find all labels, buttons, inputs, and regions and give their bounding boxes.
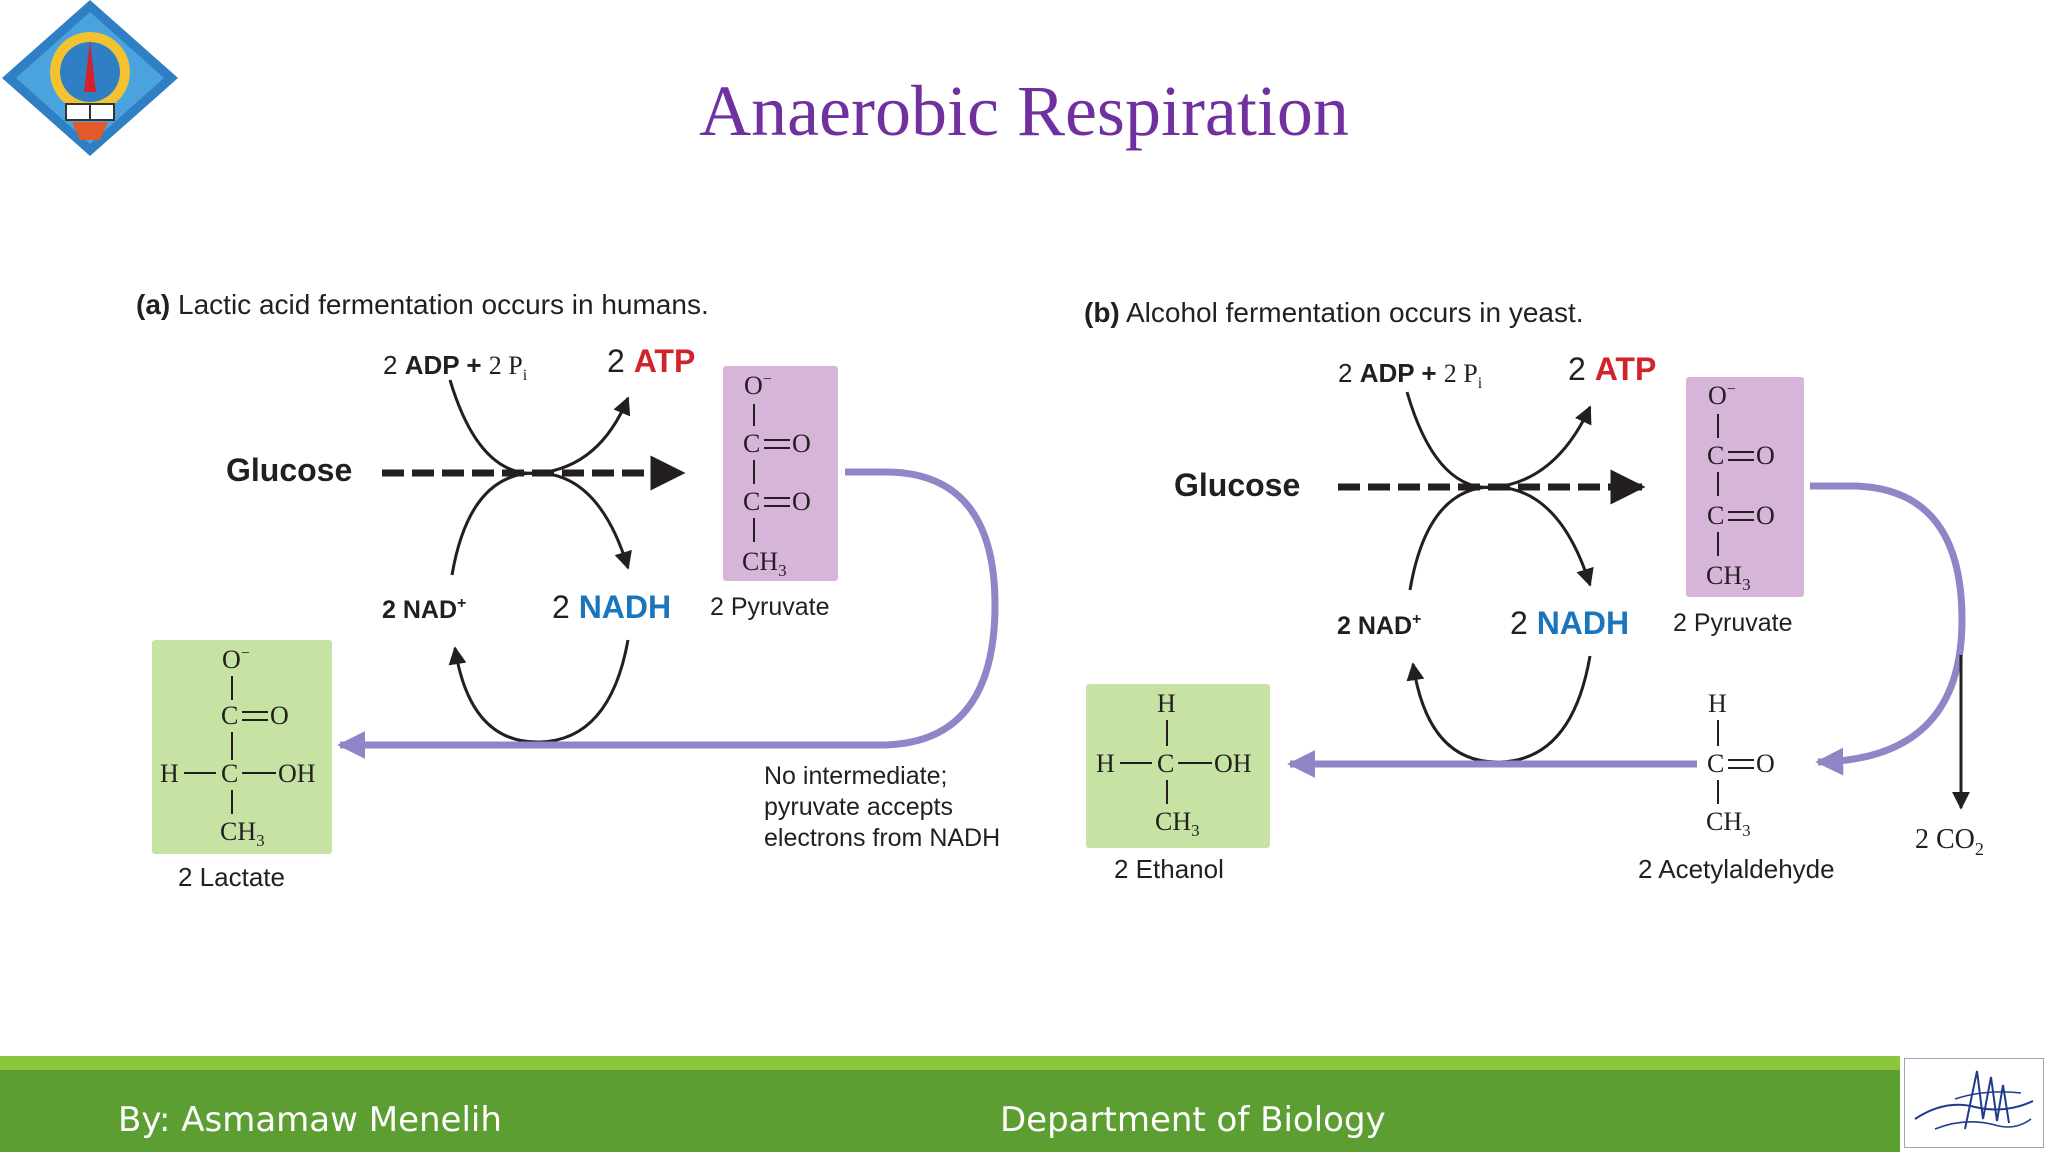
- svg-text:C: C: [1707, 441, 1724, 470]
- signature-icon: [1904, 1058, 2044, 1148]
- panel-a-caption: (a) Lactic acid fermentation occurs in h…: [136, 289, 709, 320]
- panel-a-nad-regen-curve: [448, 639, 630, 744]
- svg-text:OH: OH: [1214, 749, 1252, 778]
- svg-text:C: C: [743, 429, 760, 458]
- svg-text:C: C: [221, 701, 238, 730]
- panel-b-nad-label: 2 NAD+: [1337, 611, 1421, 640]
- svg-text:H: H: [160, 759, 179, 788]
- footer-main-bar: By: Asmamaw Menelih Department of Biolog…: [0, 1070, 1900, 1152]
- panel-a-nadh-curve: [450, 471, 632, 576]
- panel-a-glucose: Glucose: [226, 452, 352, 488]
- panel-a-nadh-label: 2 NADH: [552, 589, 671, 625]
- panel-b-ethanol-label: 2 Ethanol: [1114, 854, 1224, 884]
- svg-text:H: H: [1096, 749, 1115, 778]
- panel-a-lactate-structure: O− C O H C OH CH3: [160, 645, 316, 850]
- panel-b-atp-curve: [1405, 391, 1592, 490]
- svg-text:H: H: [1708, 689, 1727, 718]
- panel-a-note: No intermediate; pyruvate accepts electr…: [764, 762, 1000, 852]
- panel-a-lactate-label: 2 Lactate: [178, 862, 285, 892]
- panel-b-nadh-curve: [1408, 485, 1594, 591]
- svg-text:O: O: [792, 429, 811, 458]
- slide-title: Anaerobic Respiration: [699, 71, 1349, 151]
- panel-b-nadh-label: 2 NADH: [1510, 605, 1629, 641]
- panel-a-adp-label: 2 ADP + 2 Pi: [383, 350, 528, 384]
- svg-text:O: O: [270, 701, 289, 730]
- svg-text:C: C: [743, 487, 760, 516]
- panel-b-pyruvate-box: [1686, 377, 1804, 597]
- svg-text:C: C: [1707, 749, 1724, 778]
- panel-b-adp-label: 2 ADP + 2 Pi: [1338, 358, 1483, 392]
- panel-b-acetylaldehyde-structure: H C O CH3: [1706, 689, 1775, 840]
- svg-text:C: C: [1157, 749, 1174, 778]
- svg-text:O−: O−: [1708, 381, 1736, 410]
- panel-b-glucose: Glucose: [1174, 467, 1300, 503]
- panel-b-nad-regen-curve: [1406, 655, 1592, 764]
- footer-author: By: Asmamaw Menelih: [118, 1100, 502, 1140]
- svg-text:OH: OH: [278, 759, 316, 788]
- panel-a-nad-label: 2 NAD+: [382, 595, 466, 624]
- panel-a-pyruvate-box: [723, 366, 838, 581]
- footer-accent-stripe: [0, 1056, 1900, 1070]
- panel-b-acetylaldehyde-label: 2 Acetylaldehyde: [1638, 854, 1835, 884]
- panel-b-co2-label: 2 CO2: [1915, 824, 1984, 859]
- panel-a: (a) Lactic acid fermentation occurs in h…: [136, 289, 1000, 892]
- panel-b-pyruvate-to-acetylaldehyde-arrow: [1810, 482, 1966, 776]
- fermentation-diagram: (a) Lactic acid fermentation occurs in h…: [136, 289, 1984, 892]
- panel-a-pyruvate-label: 2 Pyruvate: [710, 593, 830, 621]
- panel-b-caption: (b) Alcohol fermentation occurs in yeast…: [1084, 297, 1584, 328]
- footer-department: Department of Biology: [1000, 1100, 1386, 1140]
- panel-b-ethanol-box: [1086, 684, 1270, 848]
- panel-a-lactate-box: [152, 640, 332, 854]
- svg-text:CH3: CH3: [1706, 807, 1751, 840]
- panel-a-atp-label: 2 ATP: [607, 343, 695, 379]
- footer-bar: By: Asmamaw Menelih Department of Biolog…: [0, 1056, 1900, 1152]
- panel-b-ethanol-structure: H H C OH CH3: [1096, 689, 1252, 840]
- svg-text:C: C: [1707, 501, 1724, 530]
- svg-text:H: H: [1157, 689, 1176, 718]
- svg-text:O: O: [1756, 501, 1775, 530]
- university-logo-icon: [2, 0, 178, 156]
- svg-text:O: O: [1756, 749, 1775, 778]
- panel-a-atp-curve: [448, 379, 631, 475]
- panel-a-pyruvate-to-lactate-arrow: [337, 468, 999, 759]
- panel-b-atp-label: 2 ATP: [1568, 351, 1656, 387]
- panel-b-pyruvate-label: 2 Pyruvate: [1673, 609, 1793, 637]
- panel-b: (b) Alcohol fermentation occurs in yeast…: [1084, 297, 1984, 884]
- svg-text:C: C: [221, 759, 238, 788]
- svg-text:O: O: [1756, 441, 1775, 470]
- svg-text:O: O: [792, 487, 811, 516]
